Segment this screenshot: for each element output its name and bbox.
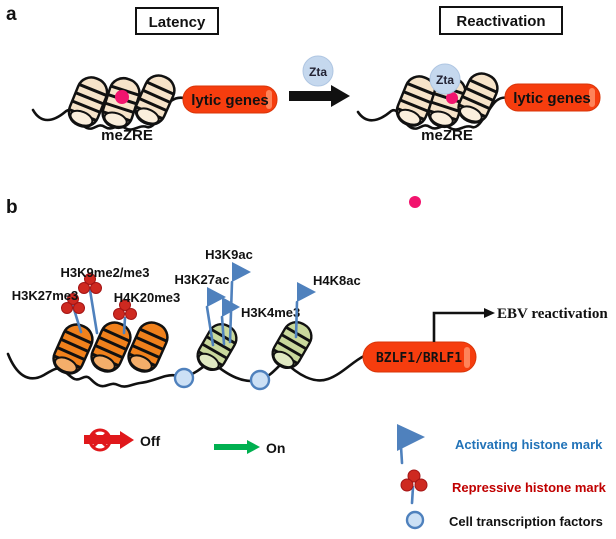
h3k4me3-label: H3K4me3: [241, 305, 300, 320]
lytic-genes-label: lytic genes: [513, 90, 591, 107]
pill-highlight: [266, 90, 272, 109]
activating-flag-icon: [222, 297, 240, 317]
active-nucleosome: [191, 317, 243, 377]
mark-stem: [410, 485, 415, 505]
repressive-legend-label: Repressive histone mark: [452, 480, 607, 495]
blocked-x-icon: [91, 431, 109, 449]
repressive-mark-icon: [113, 308, 125, 320]
repressive-mark-icon: [400, 478, 414, 492]
on-arrow-icon: [214, 440, 260, 454]
reactivation-arrow: [432, 311, 484, 342]
repressive-mark-icon: [407, 469, 421, 483]
h3k27me3-label: H3K27me3: [12, 288, 79, 303]
reactivation-title-box: [439, 6, 563, 35]
nucleosome: [129, 69, 181, 131]
repressive-mark-icon: [119, 299, 131, 311]
lytic-genes-label: lytic genes: [191, 92, 269, 109]
pill-highlight: [589, 88, 595, 107]
ebv-reactivation-label: EBV reactivation: [497, 306, 608, 322]
zta-transition-group: Zta: [289, 55, 350, 107]
h3k9me2me3-label: H3K9me2/me3: [61, 265, 150, 280]
h3k9ac-label: H3K9ac: [205, 247, 253, 262]
blocked-circle-icon: [88, 428, 112, 452]
bzlf1-brlf1-label: BZLF1/BRLF1: [376, 351, 462, 366]
activating-marks-group: H3K27ac H3K9ac H3K4me3 H4K8ac: [175, 247, 361, 347]
activating-flag-icon: [297, 282, 316, 302]
flag-stem: [220, 315, 226, 346]
reactivation-title: Reactivation: [456, 13, 545, 30]
activating-flag-icon: [397, 424, 425, 451]
flag-stem: [294, 300, 299, 339]
activating-flag-icon: [232, 262, 251, 282]
repressive-mark-icon: [414, 478, 428, 492]
tf-legend-label: Cell transcription factors: [449, 514, 603, 529]
lytic-genes-box: [182, 85, 278, 114]
legend-tf: Cell transcription factors: [405, 510, 603, 530]
zta-label: Zta: [309, 65, 327, 79]
off-label: Off: [140, 433, 161, 449]
on-label: On: [266, 440, 285, 456]
h4k20me3-label: H4K20me3: [114, 290, 181, 305]
latent-chromatin-group: lytic genes meZRE: [31, 69, 278, 144]
active-nucleosome: [266, 315, 318, 375]
pill-highlight: [464, 347, 470, 368]
mark-stem: [122, 316, 127, 335]
mezre-label: meZRE: [421, 127, 473, 144]
bzlf1-brlf1-box: [362, 341, 477, 373]
repressive-mark-icon: [125, 308, 137, 320]
legend-on: On: [214, 440, 285, 456]
legend-activating: Activating histone mark: [397, 424, 603, 465]
h3k27ac-label: H3K27ac: [175, 272, 230, 287]
mark-stem: [88, 288, 99, 335]
legend-repressive: Repressive histone mark: [400, 469, 607, 505]
reactivation-arrowhead: [484, 308, 495, 318]
zta-protein-bound: [429, 63, 461, 95]
legend-off: Off: [84, 428, 161, 452]
activating-legend-label: Activating histone mark: [455, 437, 603, 452]
free-methyl-dot: [409, 196, 421, 208]
repressive-mark-icon: [61, 302, 73, 314]
repressive-marks-group: H3K27me3 H3K9me2/me3 H4K20me3: [12, 265, 181, 335]
methylated-zre-dot: [115, 90, 129, 104]
transcription-factor-icon: [405, 510, 425, 530]
h4k8ac-label: H4K8ac: [313, 273, 361, 288]
repressive-mark-icon: [73, 302, 85, 314]
zta-bound-label: Zta: [436, 73, 454, 87]
repressive-mark-icon: [67, 293, 79, 305]
chromatin-track-group: [6, 315, 366, 391]
nucleosome: [452, 67, 504, 129]
zta-protein: [302, 55, 334, 87]
transition-arrow: [289, 85, 350, 107]
latency-title-box: [135, 7, 219, 35]
repressive-mark-icon: [78, 282, 90, 294]
methylated-zre-dot: [446, 92, 458, 104]
latency-title: Latency: [149, 14, 206, 31]
lytic-genes-box: [504, 83, 601, 112]
transcription-factor: [249, 369, 271, 391]
repressive-mark-icon: [90, 282, 102, 294]
transcription-factor: [173, 367, 195, 389]
panel-a-label: a: [6, 4, 17, 25]
repressive-mark-icon: [84, 273, 96, 285]
flag-stem: [205, 305, 215, 347]
reactivated-chromatin-group: Zta lytic genes meZRE: [356, 63, 601, 144]
repressed-nucleosome: [122, 316, 174, 378]
mezre-label: meZRE: [101, 127, 153, 144]
activating-flag-icon: [207, 287, 226, 307]
repressed-nucleosome: [85, 316, 137, 378]
lytic-gene-group: BZLF1/BRLF1 EBV reactivation: [362, 306, 608, 373]
panel-b-label: b: [6, 197, 18, 218]
